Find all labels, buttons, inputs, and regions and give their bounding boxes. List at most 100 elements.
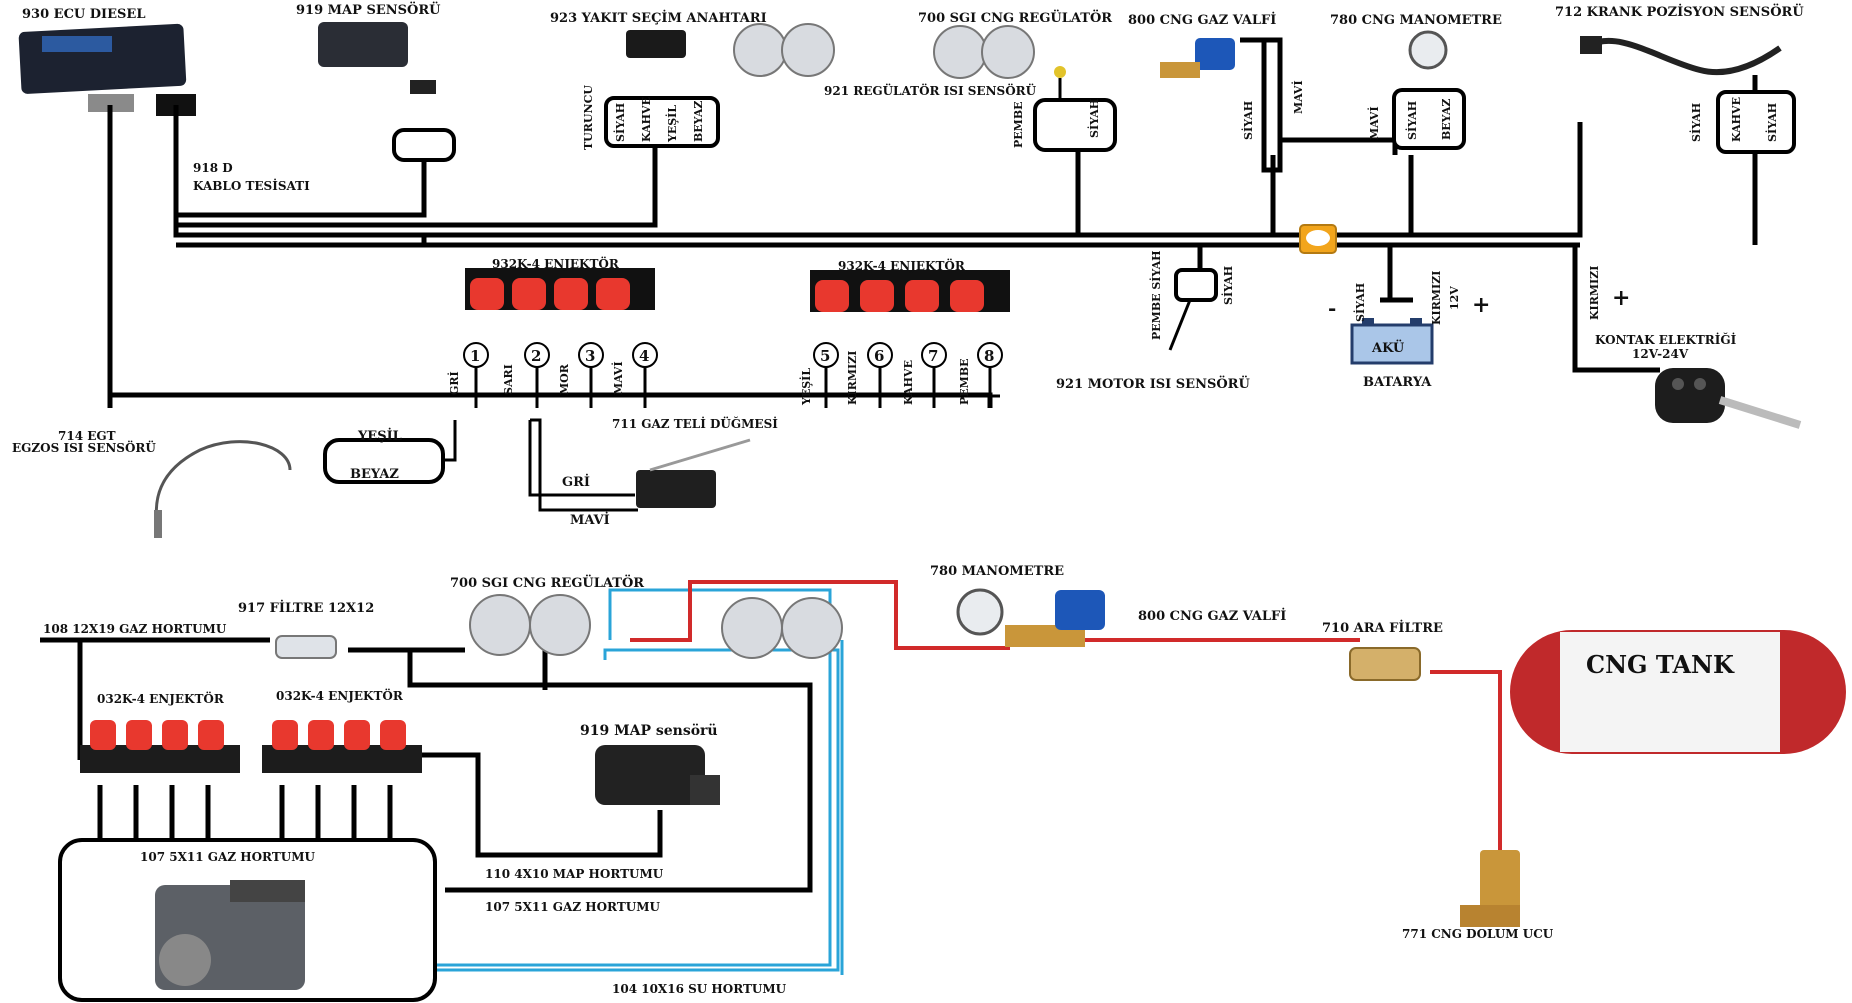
map-sensor [318, 22, 436, 94]
hose-104-label: 104 10X16 SU HORTUMU [612, 982, 787, 996]
injector-wire-7: KAHVE [902, 360, 915, 405]
regulator-image-bottom [469, 594, 843, 659]
map-sensor-label-bottom: 919 MAP sensörü [580, 723, 718, 739]
tank-label: CNG TANK [1586, 650, 1735, 679]
throttle-wire-gri [528, 420, 635, 497]
wire-pembe-reg: PEMBE [1012, 101, 1025, 148]
black-hoses [40, 637, 813, 893]
injector-wire-2: SARI [502, 364, 515, 395]
ecu-unit [18, 23, 196, 116]
crank-label: 712 KRANK POZİSYON SENSÖRÜ [1555, 3, 1804, 20]
hose-107b-label: 107 5X11 GAZ HORTUMU [485, 900, 660, 914]
regulator-image-top [733, 23, 1066, 79]
injector-number-7: 7 [928, 347, 938, 365]
manometer-label-top: 780 CNG MANOMETRE [1330, 13, 1502, 28]
manometer-label-bottom: 780 MANOMETRE [930, 564, 1064, 579]
filter-label: 917 FİLTRE 12X12 [238, 600, 374, 616]
hose-110-label: 110 4X10 MAP HORTUMU [485, 867, 664, 881]
wire-kirmizi-batt: KIRMIZI [1430, 271, 1443, 325]
wire-turuncu: TURUNCU [582, 85, 595, 150]
battery-plus: + [1472, 292, 1490, 318]
injector-wire-3: MOR [558, 363, 571, 395]
injector-rail-a [465, 268, 655, 310]
wire-beyaz-mano: BEYAZ [1440, 99, 1453, 140]
gas-valve-label-top: 800 CNG GAZ VALFİ [1128, 12, 1276, 28]
wire-beyaz-selector: BEYAZ [692, 101, 705, 142]
battery-icon [1350, 318, 1434, 365]
wire-yesil-selector: YEŞİL [665, 105, 679, 143]
injector-numbers: 1 2 3 4 5 6 7 8 [463, 342, 1003, 368]
gas-valve-wire [1240, 37, 1283, 173]
injector-wire-8: PEMBE [958, 358, 971, 405]
injector-wire-1: GRİ [447, 371, 461, 395]
wire-kahve-selector: KAHVE [640, 97, 653, 142]
gas-valve-image-bottom [1005, 590, 1105, 647]
battery-akü: AKÜ [1371, 339, 1405, 356]
map-sensor-image-bottom [595, 745, 720, 805]
wire-yesil-egt: YEŞİL [357, 428, 402, 444]
wire-siyah-crank2: SİYAH [1765, 103, 1779, 142]
wire-siyah-selector: SİYAH [613, 103, 627, 142]
reg-temp-label: 921 REGÜLATÖR ISI SENSÖRÜ [824, 82, 1037, 98]
crank-connector [1716, 90, 1796, 154]
wire-gri-throttle: GRİ [562, 474, 590, 490]
wire-siyah-batt: SİYAH [1353, 283, 1367, 322]
map-sensor-label: 919 MAP SENSÖRÜ [296, 1, 441, 18]
ecu-label: 930 ECU DIESEL [22, 7, 145, 22]
manometer-connector [1392, 88, 1466, 150]
regulator-label-bottom: 700 SGI CNG REGÜLATÖR [450, 574, 644, 591]
injector-rail-b [810, 270, 1010, 312]
engine-image [155, 880, 305, 990]
reg-temp-connector [1033, 98, 1117, 152]
harness-label: 918 D [193, 161, 233, 175]
wire-mavi-throttle: MAVİ [570, 512, 610, 528]
valve-to-manometer-wire [1282, 137, 1398, 155]
injector-leads [474, 367, 1000, 408]
wire-siyah-reg: SİYAH [1087, 99, 1101, 138]
throttle-label: 711 GAZ TELİ DÜĞMESİ [612, 415, 778, 431]
throttle-wire-mavi [530, 418, 638, 512]
injector-number-6: 6 [874, 347, 884, 365]
gas-valve-label-bottom: 800 CNG GAZ VALFİ [1138, 608, 1286, 624]
wire-pembe-siyah: PEMBE SİYAH [1149, 250, 1163, 340]
wire-siyah-mano: SİYAH [1405, 101, 1419, 140]
gas-valve-image-top [1160, 38, 1235, 78]
motor-temp-probe [1168, 299, 1192, 351]
injector-number-5: 5 [820, 347, 830, 365]
hose-107a-label: 107 5X11 GAZ HORTUMU [140, 850, 315, 864]
filter-710 [1349, 647, 1421, 681]
map-connector [392, 128, 456, 162]
selector-connector [604, 96, 720, 148]
wire-kahve-crank: KAHVE [1730, 97, 1743, 142]
harness-sub-label: KABLO TESİSATI [193, 178, 310, 193]
injector-number-4: 4 [639, 347, 649, 365]
manometer-gauge-top [1408, 30, 1448, 70]
injector-number-1: 1 [470, 347, 480, 365]
fill-label: 771 CNG DOLUM UCU [1402, 927, 1554, 941]
injector-number-2: 2 [531, 347, 541, 365]
ignition-plus: + [1612, 285, 1630, 311]
crank-sensor-head [1580, 36, 1602, 54]
injector-a-label: 932K-4 ENJEKTÖR [492, 255, 620, 271]
gas-line [630, 580, 1502, 850]
comment-icon[interactable] [1299, 224, 1337, 254]
injector-wire-5: YEŞİL [799, 368, 813, 406]
injector-c-label: 032K-4 ENJEKTÖR [97, 690, 225, 706]
regulator-label-top: 700 SGI CNG REGÜLATÖR [918, 9, 1112, 26]
injector-number-3: 3 [585, 347, 595, 365]
fill-nozzle [1460, 850, 1520, 927]
egt-sub-label: EGZOS ISI SENSÖRÜ [12, 439, 156, 455]
filter-917 [275, 635, 337, 659]
wire-kirmizi-ign: KIRMIZI [1588, 266, 1601, 320]
throttle-lever [649, 438, 751, 472]
injector-rail-d [262, 720, 422, 773]
battery-label: BATARYA [1363, 375, 1432, 390]
egt-wire [443, 420, 457, 462]
wire-mavi-valve: MAVİ [1291, 80, 1305, 114]
wire-siyah-motor: SİYAH [1221, 266, 1235, 305]
wire-mavi-mano: MAVİ [1367, 106, 1381, 140]
ignition-key-image [1655, 368, 1802, 429]
egt-label: 714 EGT [58, 429, 116, 443]
ignition-label: KONTAK ELEKTRİĞİ [1595, 331, 1737, 347]
